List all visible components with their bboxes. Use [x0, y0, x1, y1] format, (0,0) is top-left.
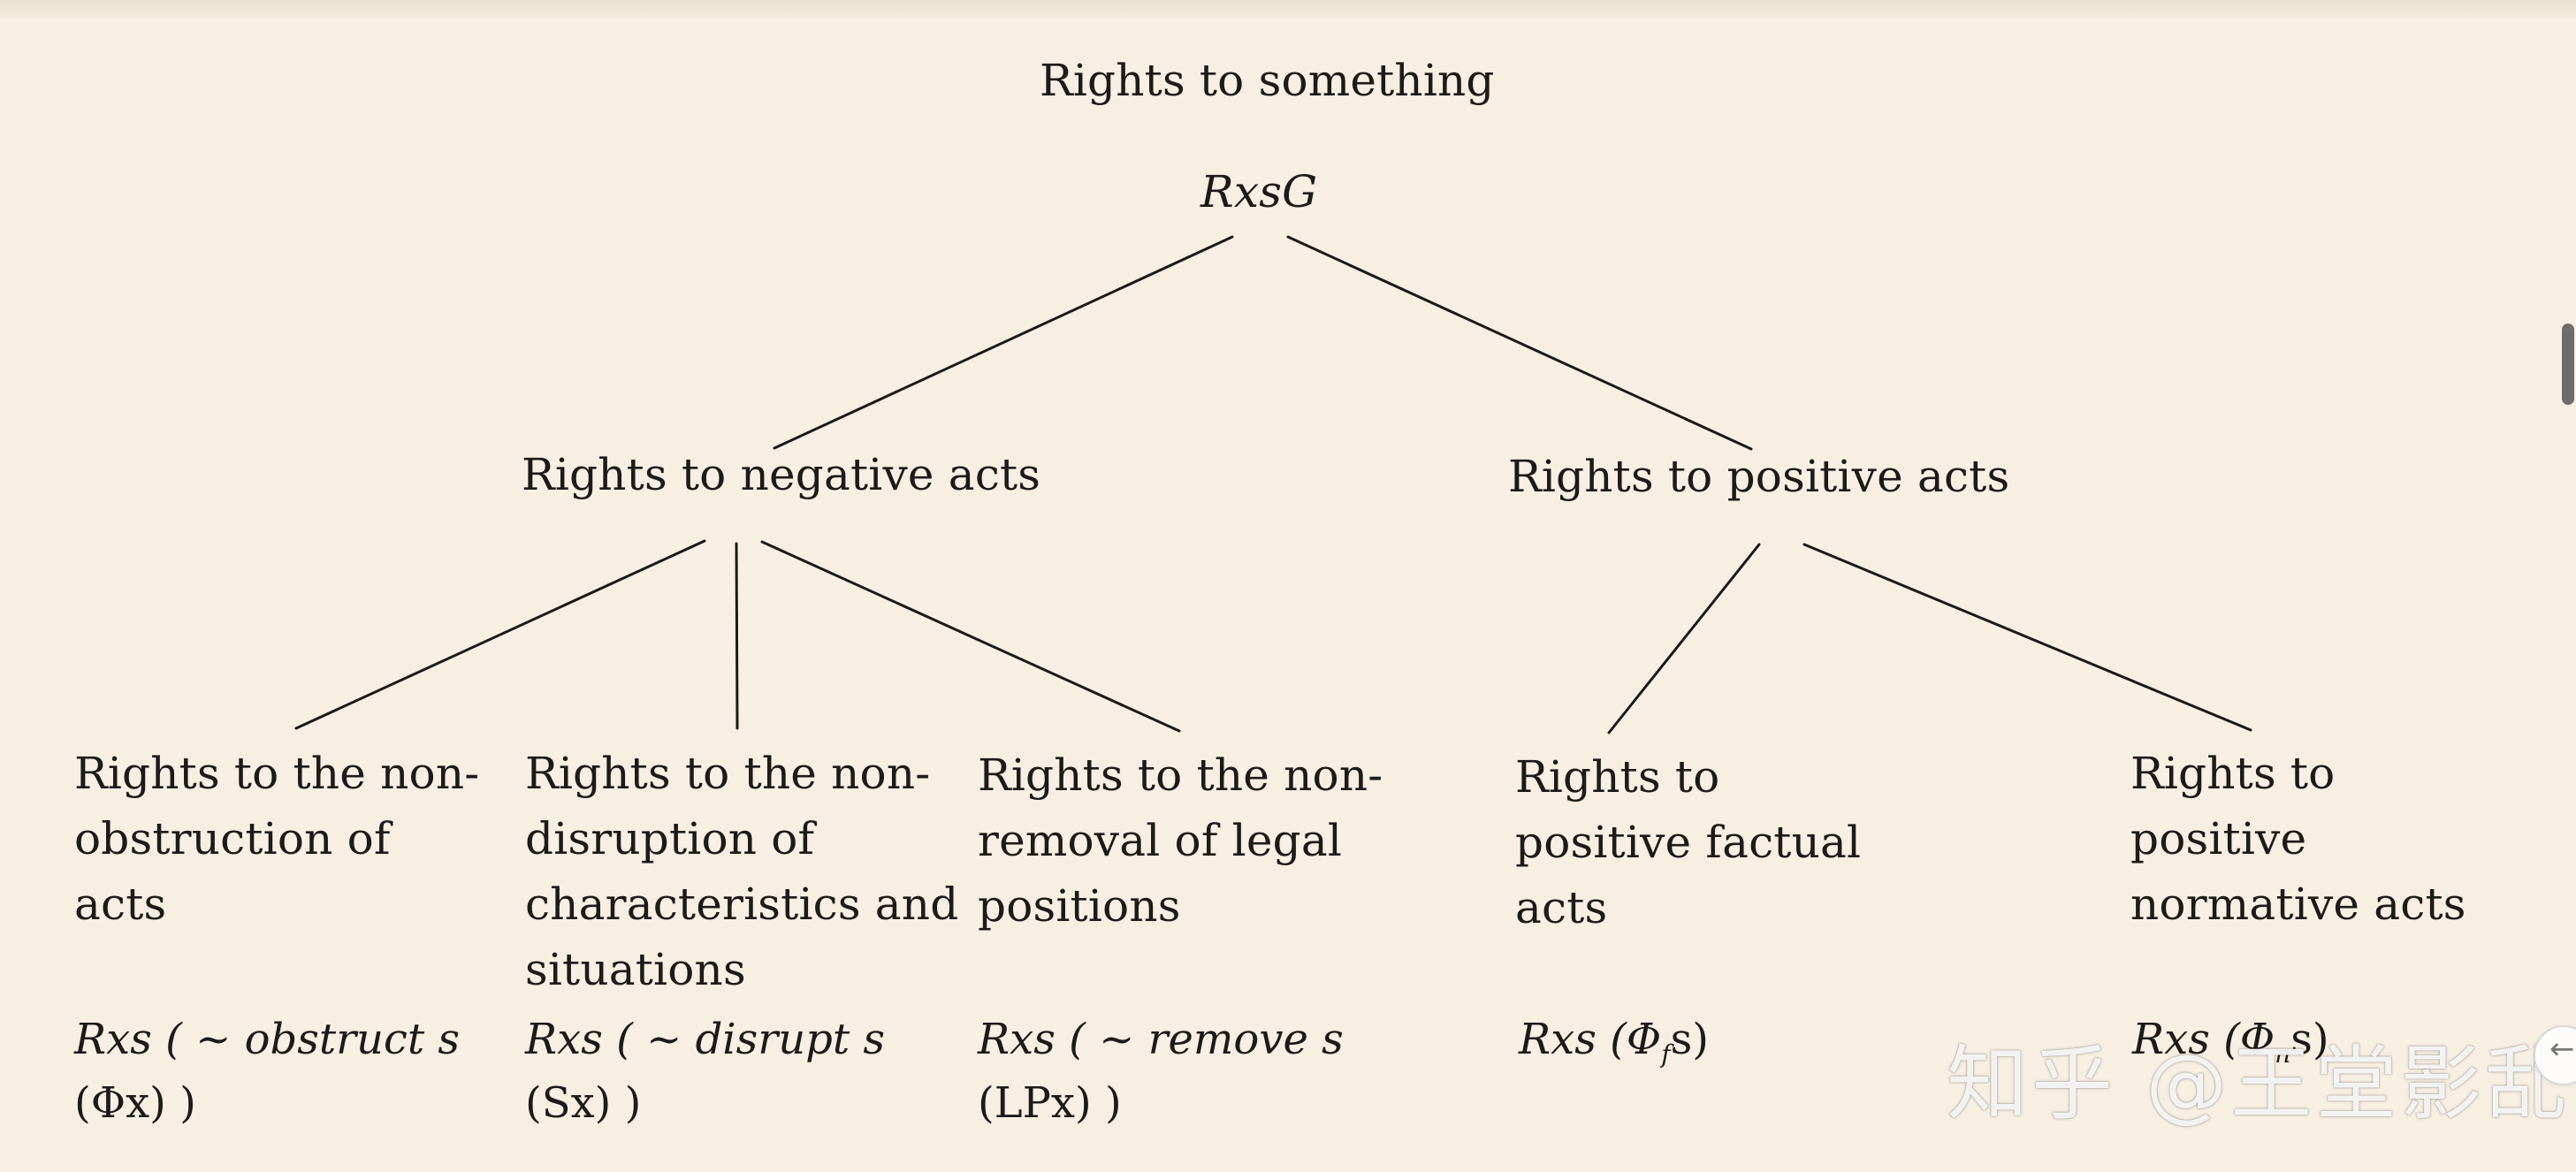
negative-to-child-1-line [294, 539, 706, 730]
root-title: Rights to something [1040, 55, 1495, 106]
root-formula: RxsG [1200, 166, 1318, 217]
negative-child-1-title: Rights to the non- obstruction of acts [74, 748, 480, 930]
negative-to-child-3-line [760, 540, 1181, 733]
negative-to-child-2-line [735, 542, 739, 730]
negative-branch-label: Rights to negative acts [522, 449, 1041, 500]
watermark-text: 知乎 @王堂影乱 [1947, 1037, 2571, 1131]
negative-child-2-formula: Rxs ( ~ disrupt s (Sx) ) [525, 1015, 886, 1128]
positive-to-child-2-line [1802, 543, 2252, 732]
negative-child-1-formula: Rxs ( ~ obstruct s (Φx) ) [74, 1015, 461, 1128]
back-arrow-icon: ← [2549, 1031, 2575, 1067]
scrollbar-thumb[interactable] [2562, 323, 2574, 405]
positive-child-2-title: Rights to positive normative acts [2130, 748, 2466, 930]
negative-child-2-title: Rights to the non- disruption of charact… [525, 748, 959, 995]
negative-child-3-formula: Rxs ( ~ remove s (LPx) ) [978, 1015, 1344, 1128]
negative-child-3-title: Rights to the non- removal of legal posi… [978, 750, 1383, 932]
positive-child-1-formula: Rxs (Φfs) [1519, 1015, 1709, 1069]
root-to-negative-line [773, 235, 1234, 450]
positive-child-1-title: Rights to positive factual acts [1515, 751, 1862, 933]
top-shadow [0, 0, 2576, 21]
positive-to-child-1-line [1607, 543, 1761, 734]
positive-branch-label: Rights to positive acts [1508, 451, 2010, 502]
root-to-positive-line [1286, 235, 1753, 451]
positive-child-2-formula: Rxs (Φns) [2132, 1015, 2329, 1069]
